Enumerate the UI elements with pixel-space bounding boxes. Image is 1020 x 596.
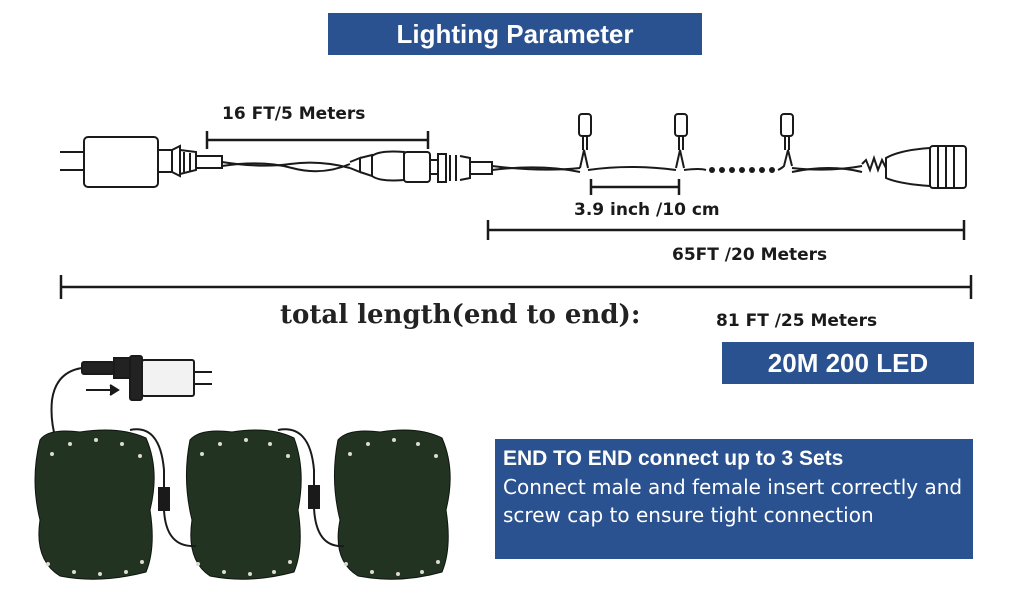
bottom-adapter bbox=[50, 355, 212, 441]
lit-length-label: 65FT /20 Meters bbox=[672, 245, 828, 265]
cluster-links bbox=[129, 428, 345, 548]
info-body: Connect male and female insert correctly… bbox=[503, 475, 963, 527]
light-cluster-1 bbox=[34, 429, 155, 580]
info-heading: END TO END connect up to 3 Sets bbox=[503, 447, 844, 470]
light-cluster-3 bbox=[333, 429, 451, 580]
power-adapter-drawing bbox=[60, 136, 223, 188]
end-connector bbox=[861, 145, 967, 189]
lead-wire-length-label: 16 FT/5 Meters bbox=[222, 104, 366, 124]
cluster-bulbs bbox=[46, 438, 440, 576]
led-string bbox=[491, 113, 863, 173]
spec-badge-label: 20M 200 LED bbox=[767, 347, 929, 378]
total-length-value: 81 FT /25 Meters bbox=[716, 311, 878, 331]
light-clusters bbox=[34, 429, 451, 580]
total-length-caption: total length(end to end): bbox=[280, 300, 641, 330]
connector-female bbox=[437, 153, 493, 183]
led-spacing-label: 3.9 inch /10 cm bbox=[574, 200, 720, 220]
title-banner: Lighting Parameter bbox=[328, 13, 702, 55]
ellipsis-dots bbox=[709, 167, 775, 173]
connection-info-box: END TO END connect up to 3 Sets Connect … bbox=[495, 439, 973, 559]
dimension-lines bbox=[59, 131, 973, 299]
wire-lead bbox=[221, 161, 351, 173]
connector-male bbox=[349, 150, 438, 183]
spec-badge: 20M 200 LED bbox=[722, 342, 974, 384]
light-cluster-2 bbox=[185, 429, 302, 580]
page-title: Lighting Parameter bbox=[396, 18, 634, 49]
